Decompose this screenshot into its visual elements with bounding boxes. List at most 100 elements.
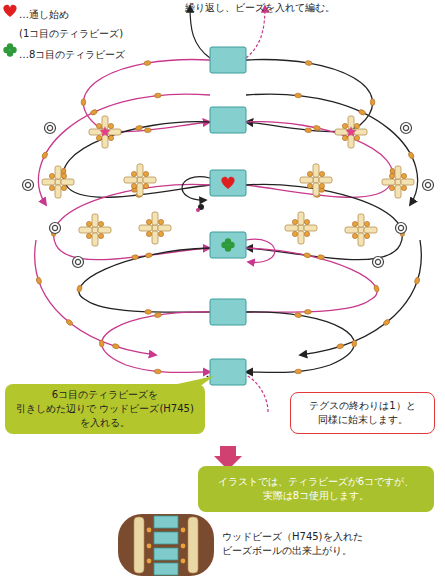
flower-motif: [42, 166, 74, 198]
thread-line: [35, 240, 156, 355]
tila-bead: [154, 563, 178, 575]
seed-bead: [303, 252, 311, 258]
caption-note: ウッドビーズ（H745)を入れた ビーズボールの出来上がり。: [222, 530, 422, 558]
seed-bead: [181, 559, 186, 564]
seed-bead: [76, 285, 82, 293]
flower-motif: [285, 212, 317, 244]
tila-bead: [210, 359, 246, 385]
thread-line: [246, 312, 354, 373]
ball-body: [118, 514, 214, 576]
seed-bead: [295, 93, 302, 98]
thread-line: [246, 94, 418, 205]
thread-line: [246, 248, 377, 312]
seed-bead: [294, 312, 301, 318]
seed-bead: [154, 312, 161, 318]
seed-bead: [295, 369, 302, 374]
seed-bead: [135, 125, 143, 131]
flower-motif: [335, 116, 367, 148]
flower-motif: [89, 116, 121, 148]
legend-item: …通し始め (1コ目のティラビーズ): [19, 3, 149, 41]
tila-bead: [210, 170, 246, 196]
thread-end: [190, 6, 210, 58]
box-text: イラストでは、ティラビーズが6コですが、 実際は8コ使用します。: [204, 475, 428, 503]
star-symbol: [99, 126, 110, 137]
flower-motif: [139, 212, 171, 244]
thread-end: [246, 375, 268, 412]
seed-bead: [144, 128, 151, 133]
seed-bead: [41, 151, 48, 159]
flower-motif: [79, 214, 111, 246]
seed-bead: [336, 343, 344, 349]
ring-symbol: [373, 257, 384, 268]
ring-symbol: [423, 180, 434, 191]
wire-group: [35, 60, 210, 375]
seed-bead: [154, 93, 161, 98]
seed-bead: [358, 109, 366, 116]
tila-bead: [210, 47, 246, 73]
flower-motif: [300, 164, 332, 196]
seed-bead: [81, 99, 86, 106]
seed-bead: [147, 544, 152, 549]
tila-bead: [210, 107, 246, 133]
seed-bead: [144, 60, 151, 66]
seed-bead: [408, 151, 415, 159]
seed-bead: [305, 128, 312, 133]
tila-bead-column: [210, 47, 246, 385]
seed-bead: [317, 254, 324, 259]
thread-line: [246, 184, 402, 259]
flower-motif: [345, 214, 377, 246]
start-dot: [196, 208, 200, 212]
tila-bead: [210, 299, 246, 325]
thread-line: [38, 94, 210, 205]
ring-symbol: [396, 223, 407, 234]
seed-bead: [370, 99, 375, 106]
flower-motif: [382, 166, 414, 198]
seed-bead: [414, 277, 421, 285]
seed-bead: [181, 528, 186, 533]
heart-symbol: [221, 177, 234, 189]
thread-end: [246, 6, 265, 58]
thread-line: [63, 122, 210, 198]
seed-bead: [36, 277, 43, 285]
callout-box: 6コ目のティラビーズを 引きしめた辺りで ウッドビーズ(H745)を入れる。: [5, 384, 205, 434]
seed-bead: [181, 544, 186, 549]
seed-bead: [99, 340, 104, 347]
thread-line: [102, 312, 210, 373]
legend-text: …8コ目のティラビーズ: [19, 49, 125, 60]
wire-group: [246, 60, 421, 375]
bead-ball: [118, 514, 214, 576]
clover-symbol: [221, 238, 234, 251]
seed-bead: [154, 369, 161, 374]
thread-line: [246, 239, 275, 262]
thread-line: [79, 248, 210, 312]
seed-bead: [304, 309, 311, 314]
seed-bead: [112, 343, 120, 349]
thread-line: [182, 177, 210, 200]
info-box: イラストでは、ティラビーズが6コですが、 実際は8コ使用します。: [198, 466, 434, 512]
flower-motif: [124, 164, 156, 196]
tila-bead: [154, 548, 178, 560]
ring-symbol: [401, 123, 412, 134]
seed-bead: [90, 109, 98, 116]
box-text: テグスの終わりは1）と 同様に始末します。: [297, 399, 428, 427]
ring-symbol: [50, 223, 61, 234]
seed-bead: [305, 60, 312, 66]
seed-bead: [145, 309, 152, 314]
tila-bead: [154, 516, 178, 528]
tila-bead: [210, 232, 246, 258]
thread-line: [300, 240, 421, 355]
seed-bead: [373, 285, 379, 293]
seed-bead-row: [134, 517, 144, 573]
seed-bead: [383, 319, 391, 327]
ring-symbol: [23, 180, 34, 191]
tila-bead: [154, 532, 178, 544]
box-text: 6コ目のティラビーズを 引きしめた辺りで ウッドビーズ(H745)を入れる。: [11, 388, 199, 430]
clover-symbol: [3, 43, 16, 56]
instruction-note: 繰り返し、ビーズを入れて編む。: [185, 1, 415, 15]
legend-item: …8コ目のティラビーズ: [19, 43, 169, 62]
seed-bead: [147, 528, 152, 533]
seed-bead: [145, 252, 153, 258]
ring-symbol: [45, 123, 56, 134]
heart-symbol: [3, 5, 16, 17]
